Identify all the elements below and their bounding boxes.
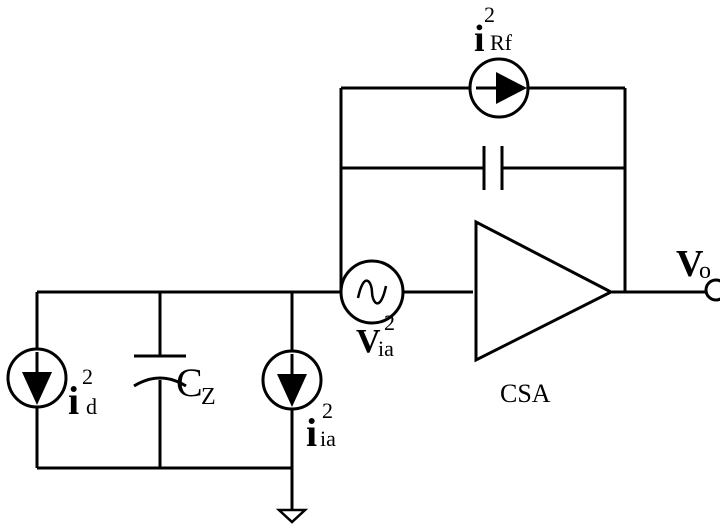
rf-noise-label-sub: Rf — [490, 30, 513, 55]
voltage-noise-label-main: V — [356, 323, 381, 360]
detector-noise-label: i 2 d — [68, 364, 97, 423]
cz-capacitor — [133, 354, 187, 388]
output-label-main: V — [676, 243, 704, 285]
detector-noise-label-sup: 2 — [82, 364, 93, 389]
voltage-noise-label-sub: ia — [378, 336, 394, 361]
cz-label-main: C — [176, 360, 203, 405]
cz-label: C Z — [176, 360, 216, 410]
csa-amplifier — [474, 219, 615, 363]
voltage-noise-label: V 2 ia — [356, 310, 395, 361]
rf-noise-label-main: i — [474, 18, 485, 60]
ground-symbol — [275, 508, 309, 524]
rf-noise-current-source — [468, 57, 530, 119]
voltage-noise-source — [339, 259, 405, 325]
output-label-sub: o — [699, 258, 711, 284]
rf-noise-label: i 2 Rf — [474, 2, 513, 60]
voltage-noise-label-sup: 2 — [384, 310, 395, 335]
wires — [35, 86, 706, 510]
amp-current-noise-label-main: i — [306, 410, 317, 455]
amp-noise-current-source — [261, 349, 323, 411]
detector-noise-current-source — [6, 347, 68, 409]
amplifier-label: CSA — [500, 379, 551, 408]
rf-noise-label-sup: 2 — [484, 2, 495, 27]
output-label: V o — [676, 243, 711, 285]
amp-current-noise-label: i 2 ia — [306, 398, 336, 455]
feedback-capacitor — [482, 146, 504, 190]
output-terminal — [704, 278, 720, 302]
cz-label-sub: Z — [201, 384, 216, 410]
amp-current-noise-label-sup: 2 — [322, 398, 333, 423]
detector-noise-label-main: i — [68, 378, 79, 423]
detector-noise-label-sub: d — [86, 394, 97, 419]
amp-current-noise-label-sub: ia — [320, 426, 336, 451]
